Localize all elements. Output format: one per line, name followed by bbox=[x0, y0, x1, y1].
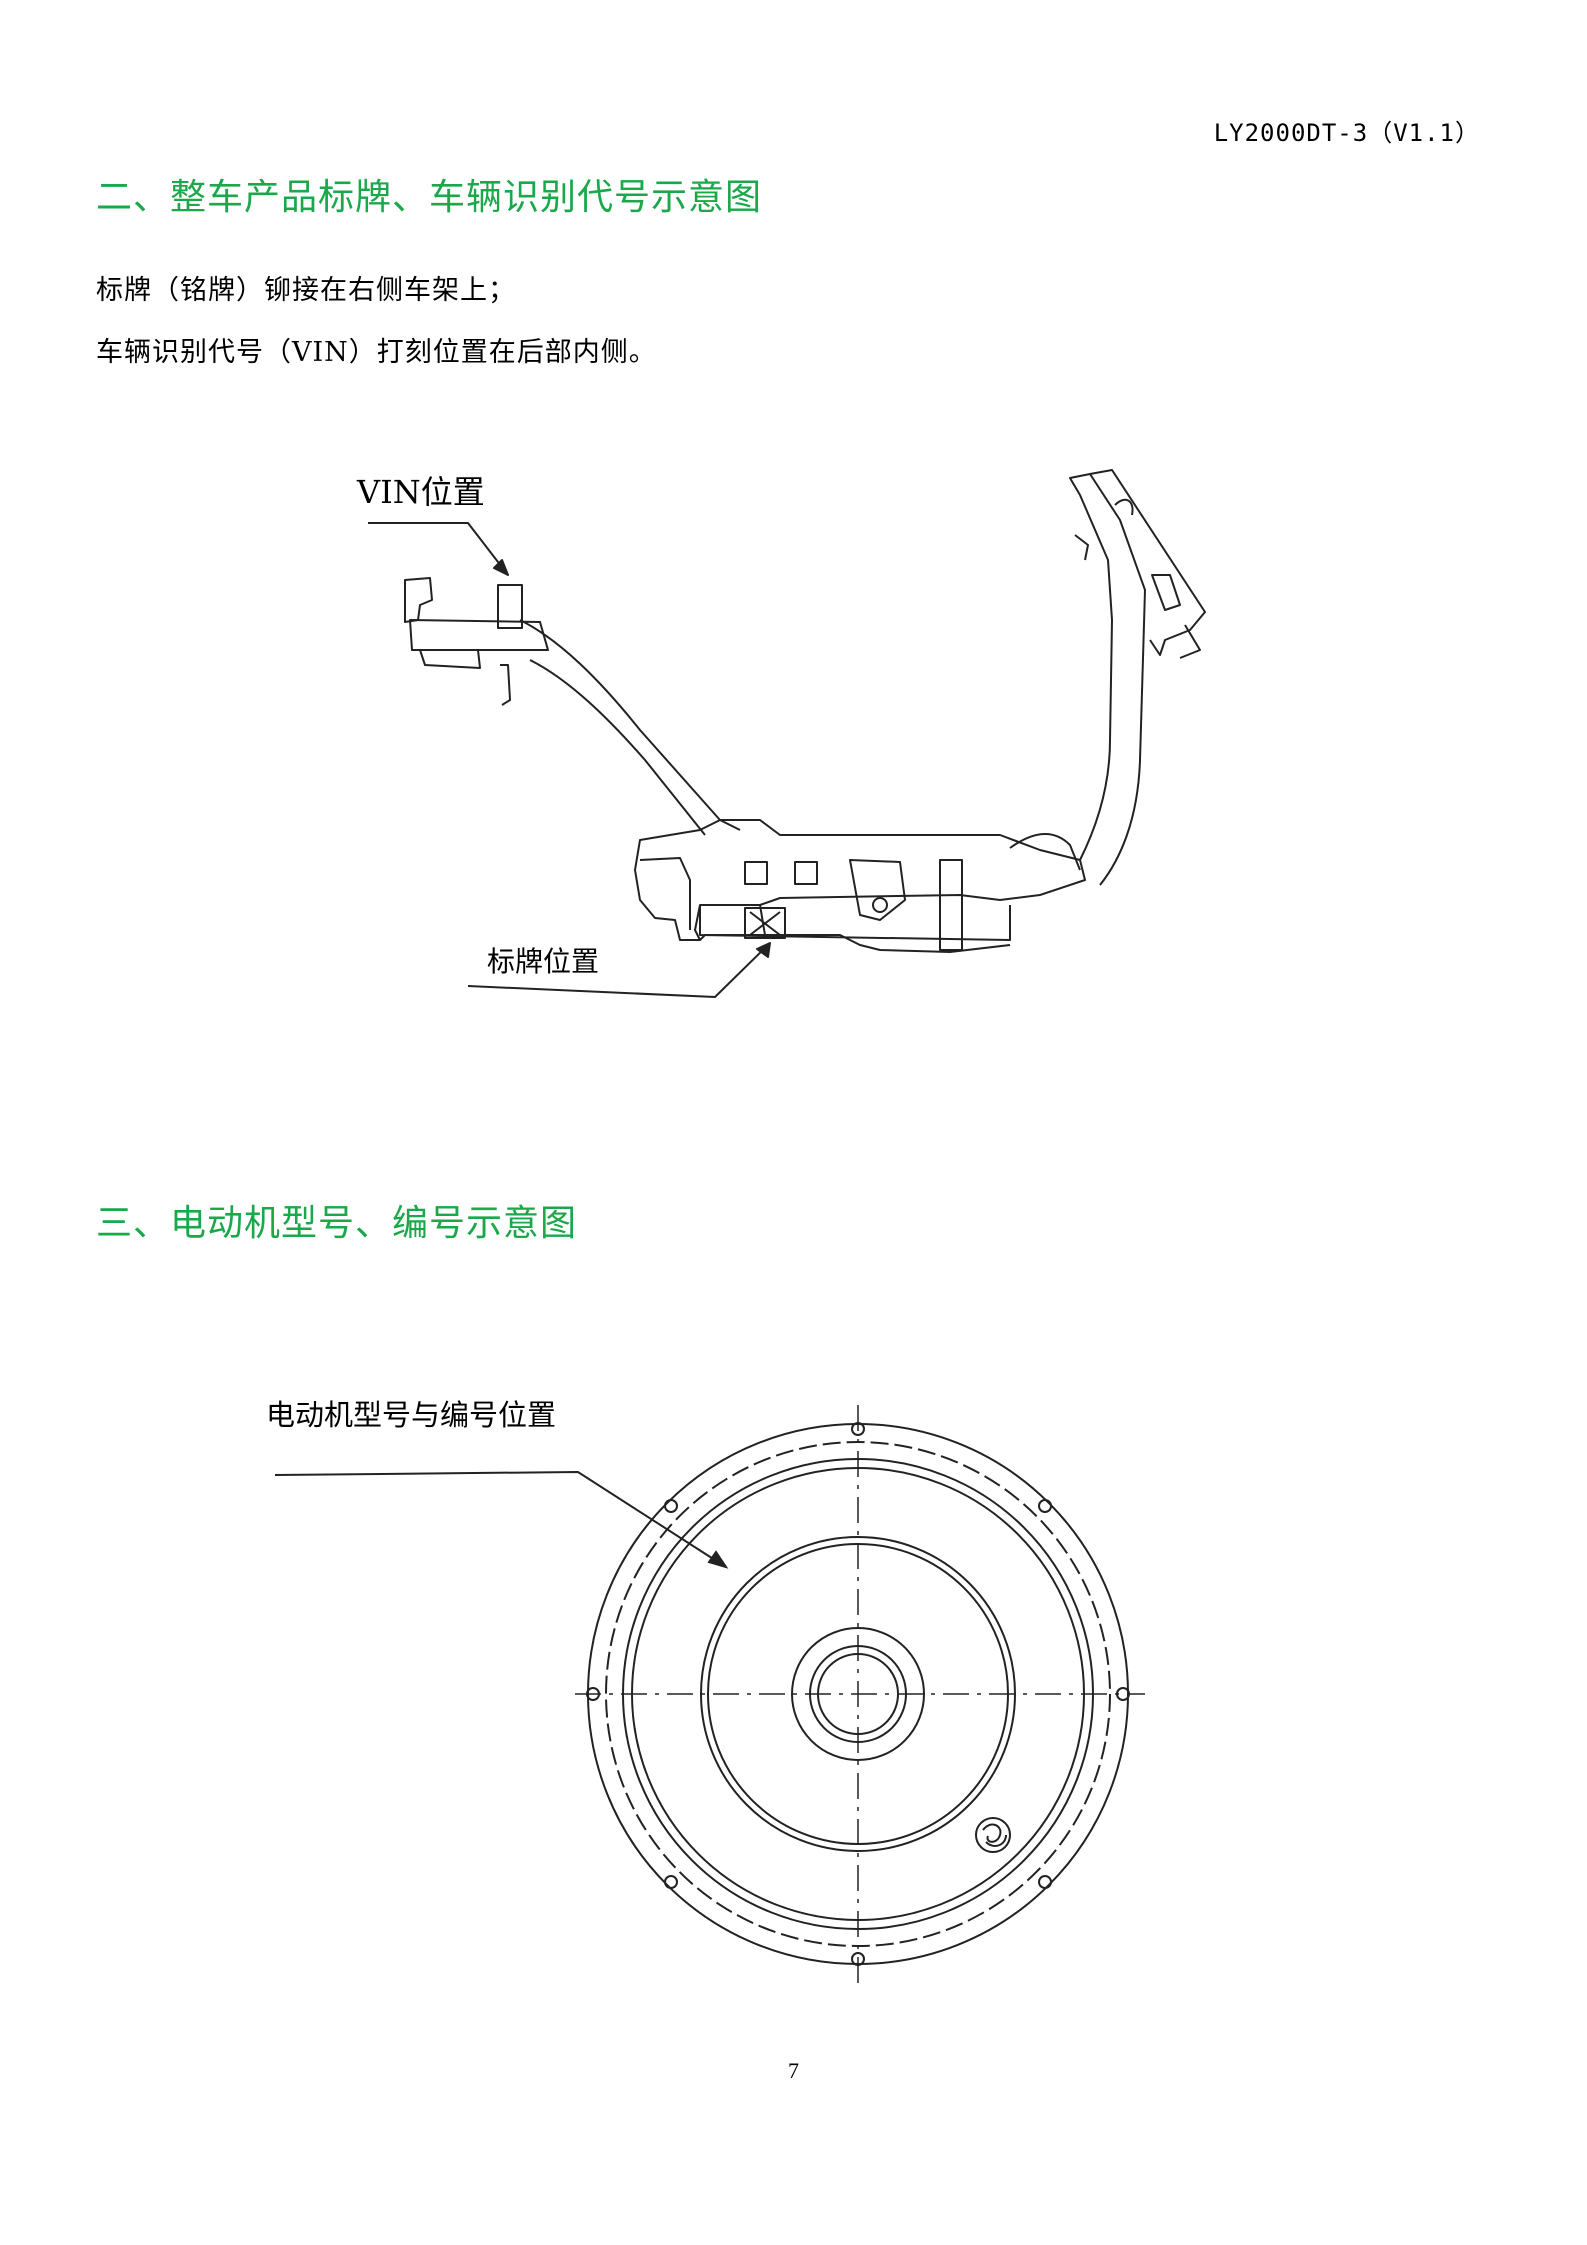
section-title-nameplate-vin: 二、整车产品标牌、车辆识别代号示意图 bbox=[96, 177, 763, 218]
vin-location-label: VIN位置 bbox=[357, 473, 485, 511]
brand-logo-icon bbox=[975, 1817, 1011, 1853]
vin-leader-line bbox=[368, 522, 509, 576]
vehicle-frame-diagram bbox=[368, 469, 1206, 998]
vin-arrow-head bbox=[493, 559, 509, 576]
page-number: 7 bbox=[788, 2058, 799, 2083]
motor-number-location-label: 电动机型号与编号位置 bbox=[266, 1398, 557, 1432]
plate-leader-line bbox=[467, 942, 771, 998]
vin-description: 车辆识别代号（VIN）打刻位置在后部内侧。 bbox=[96, 337, 657, 368]
nameplate-description: 标牌（铭牌）铆接在右侧车架上； bbox=[96, 275, 516, 306]
plate-arrow-head bbox=[756, 942, 771, 958]
motor-leader-line bbox=[274, 1470, 719, 1563]
nameplate-location-label: 标牌位置 bbox=[487, 945, 600, 978]
section-title-motor: 三、电动机型号、编号示意图 bbox=[96, 1203, 578, 1244]
document-code: LY2000DT-3（V1.1） bbox=[1213, 119, 1480, 147]
motor-arrow-head bbox=[707, 1550, 729, 1569]
